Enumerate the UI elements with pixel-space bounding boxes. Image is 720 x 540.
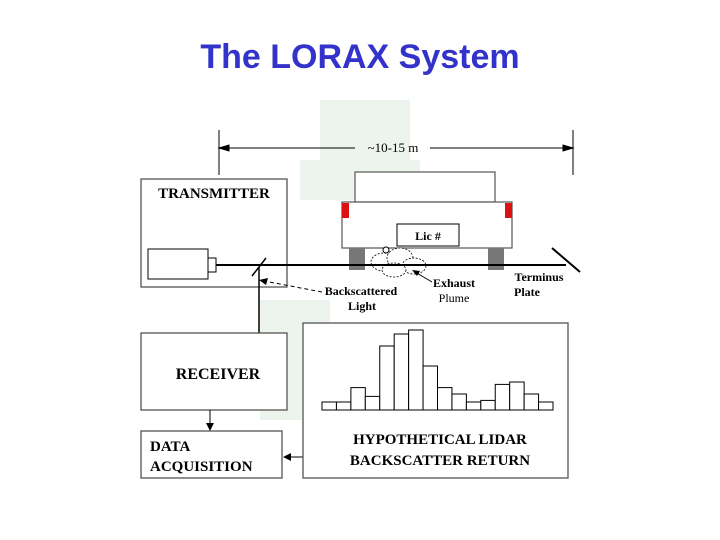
histogram-bar-13: [494, 383, 511, 411]
receiver-label: RECEIVER: [176, 366, 261, 383]
backscatter-label-line2: Light: [348, 299, 376, 313]
exhaust-arrowhead: [412, 270, 420, 276]
exhaust-label-line1: Exhaust: [433, 276, 475, 290]
histogram-bar-4: [364, 395, 381, 411]
histogram-bar-2: [335, 401, 352, 411]
backscatter-arrowhead: [259, 278, 268, 285]
wheel-left: [349, 248, 365, 270]
transmitter-label: TRANSMITTER: [158, 186, 270, 202]
terminus-label-line1: Terminus: [515, 270, 564, 284]
laser-aperture: [207, 257, 217, 273]
exhaust-pipe-icon: [382, 246, 390, 254]
exhaust-label-line2: Plume: [439, 291, 470, 305]
histogram-bar-8: [422, 365, 438, 411]
page-title: The LORAX System: [200, 38, 520, 76]
license-plate: [396, 223, 460, 247]
receiver-to-daq-arrowhead: [206, 423, 214, 431]
exhaust-plume: [370, 247, 427, 278]
taillight-left: [342, 203, 349, 218]
histogram-bar-12: [480, 399, 496, 411]
histogram-bar-16: [538, 401, 554, 411]
vehicle-cab: [354, 171, 496, 203]
chart-to-daq-arrowhead: [283, 453, 291, 461]
chart-title-line2: BACKSCATTER RETURN: [350, 453, 530, 469]
histogram-bar-10: [451, 393, 467, 411]
histogram-bar-7: [408, 329, 424, 411]
distance-dimension: [217, 130, 575, 175]
histogram-bar-11: [465, 401, 482, 411]
histogram-bar-9: [437, 387, 453, 411]
histogram-bar-1: [321, 401, 337, 411]
backscatter-arrow: [263, 280, 323, 293]
histogram-bar-5: [379, 345, 395, 411]
wheel-right: [488, 248, 504, 270]
receiver-box: [140, 332, 288, 411]
histogram-bar-15: [523, 393, 540, 411]
distance-label: ~10-15 m: [368, 140, 419, 155]
histogram-bar-6: [393, 333, 410, 411]
data-acquisition-label-line1: DATA: [150, 439, 190, 455]
data-acquisition-label-line2: ACQUISITION: [150, 459, 253, 475]
laser-unit: [147, 248, 209, 280]
terminus-plate: [551, 247, 581, 273]
license-plate-label: Lic #: [415, 229, 441, 243]
data-acquisition-box: [140, 430, 283, 479]
histogram-bar-3: [350, 387, 366, 411]
chart-title-line1: HYPOTHETICAL LIDAR: [353, 432, 527, 448]
lidar-return-bars: [321, 329, 554, 411]
histogram-bar-14: [509, 381, 525, 411]
terminus-label-line2: Plate: [514, 285, 541, 299]
backscatter-label-line1: Backscattered: [325, 284, 398, 298]
taillight-right: [505, 203, 512, 218]
